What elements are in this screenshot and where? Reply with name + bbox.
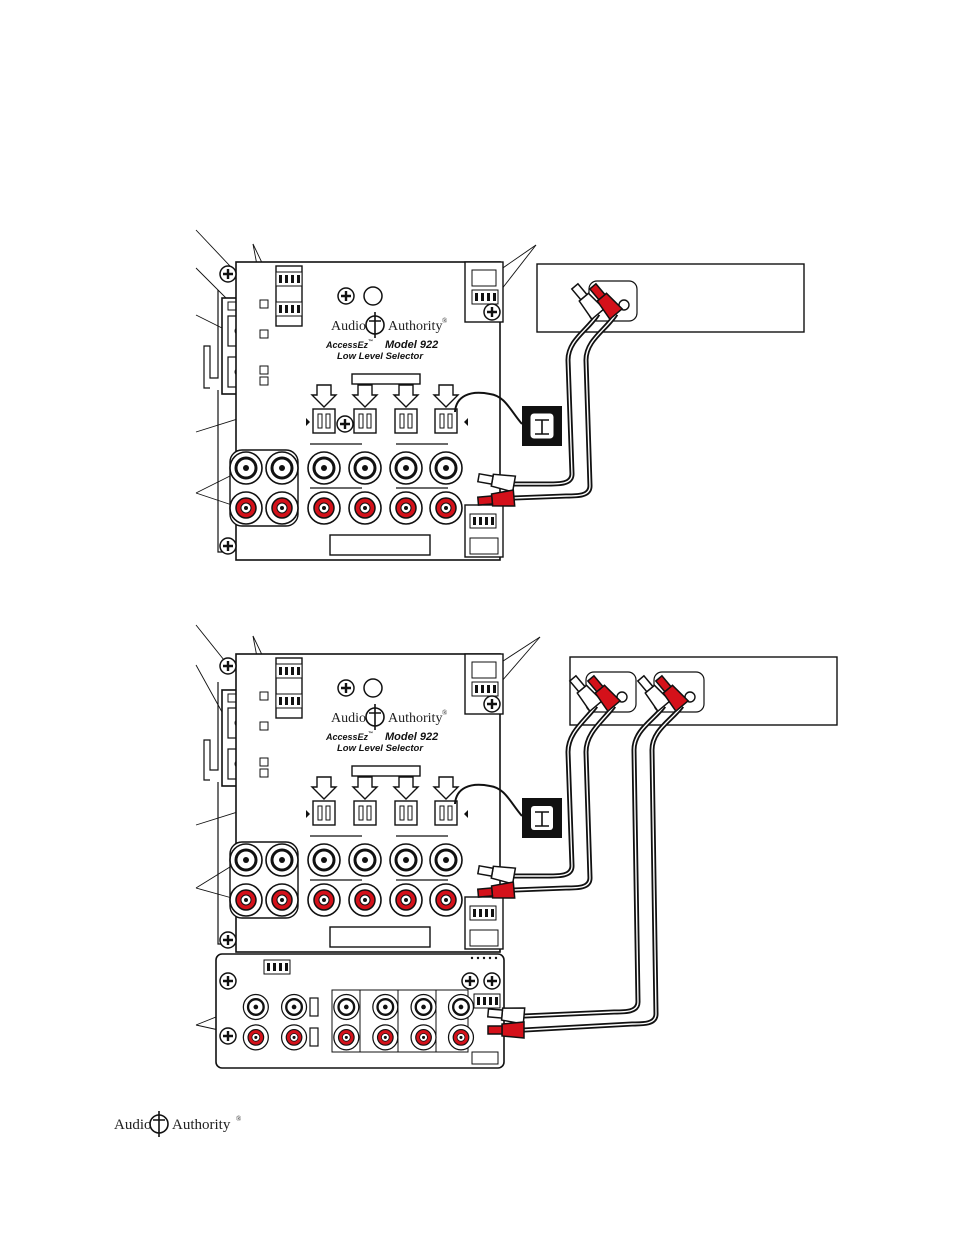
model-subtitle: Low Level Selector	[337, 351, 424, 362]
model-number: Model 922	[385, 731, 438, 743]
footer-logo-right-word: Authority	[172, 1117, 231, 1133]
footer-logo-registered: ®	[236, 1115, 242, 1123]
footer-logo-mark-icon	[149, 1110, 169, 1138]
logo-right-word: Authority	[388, 319, 442, 334]
bottom-diagram: Audio Authority ® AccessEz ™ Model 922 L…	[195, 624, 838, 1069]
logo-registered: ®	[442, 317, 448, 325]
logo-registered: ®	[442, 709, 448, 717]
footer-logo-left-word: Audio	[114, 1117, 152, 1133]
model-subtitle: Low Level Selector	[337, 743, 424, 754]
top-diagram: Audio Authority ® AccessEz ™ Model 922 L…	[195, 229, 805, 561]
model-title-2: AccessEz ™ Model 922 Low Level Selector	[325, 731, 438, 754]
board-logo-2: Audio Authority ®	[331, 703, 448, 731]
model-title: AccessEz ™ Model 922 Low Level Selector	[325, 339, 438, 362]
board-logo: Audio Authority ®	[331, 311, 448, 339]
logo-left-word: Audio	[331, 319, 366, 334]
logo-right-word: Authority	[388, 711, 442, 726]
model-brand: AccessEz	[325, 732, 369, 742]
model-brand: AccessEz	[325, 340, 369, 350]
model-tm: ™	[368, 731, 373, 737]
footer-logo: Audio Authority ®	[114, 1110, 242, 1138]
model-tm: ™	[368, 339, 373, 345]
model-number: Model 922	[385, 339, 438, 351]
logo-left-word: Audio	[331, 711, 366, 726]
